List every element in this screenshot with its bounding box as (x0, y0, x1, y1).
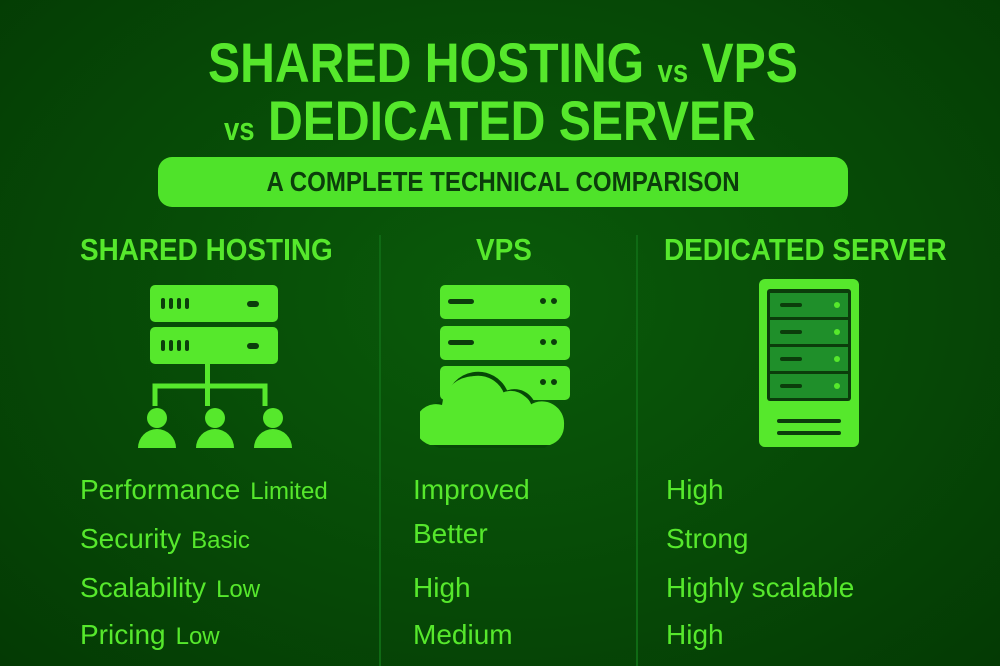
row-label: Security (80, 523, 182, 554)
row-value: Basic (191, 527, 250, 554)
server-tower-icon (759, 279, 859, 447)
title-dedicated: DEDICATED SERVER (267, 89, 756, 152)
dedicated-row-security: Strong (666, 523, 749, 554)
column-divider (379, 235, 381, 666)
shared-row-pricing: Pricing Low (80, 619, 220, 651)
dedicated-row-pricing: High (666, 619, 724, 650)
title-vs: vs (657, 53, 689, 89)
subtitle-text: A COMPLETE TECHNICAL COMPARISON (266, 166, 740, 197)
server-with-users-icon (138, 285, 292, 448)
title-vs: vs (224, 111, 255, 147)
row-label: Performance (80, 474, 241, 505)
dedicated-row-scalability: Highly scalable (666, 572, 855, 603)
row-value: Limited (250, 478, 328, 505)
header-vps: VPS (476, 232, 532, 267)
subtitle-banner: A COMPLETE TECHNICAL COMPARISON (158, 157, 848, 207)
vps-row-pricing: Medium (413, 619, 513, 650)
row-value: Low (216, 576, 261, 603)
title-shared: SHARED HOSTING (208, 31, 645, 94)
vps-row-scalability: High (413, 572, 471, 603)
title-line-1: SHARED HOSTING vs VPS (208, 30, 798, 95)
header-dedicated-server: DEDICATED SERVER (664, 232, 947, 267)
vps-row-security: Better (413, 518, 488, 549)
row-label: Pricing (80, 619, 166, 650)
row-value: Low (175, 623, 220, 650)
shared-row-performance: Performance Limited (80, 474, 328, 506)
shared-row-security: Security Basic (80, 523, 250, 555)
column-divider (636, 235, 638, 666)
row-label: Scalability (80, 572, 207, 603)
dedicated-row-performance: High (666, 474, 724, 505)
vps-row-performance: Improved (413, 474, 530, 505)
server-cloud-icon (420, 285, 570, 448)
shared-row-scalability: Scalability Low (80, 572, 260, 604)
title-vps: VPS (701, 31, 798, 94)
header-shared-hosting: SHARED HOSTING (80, 232, 333, 267)
title-line-2: vs DEDICATED SERVER (224, 88, 756, 153)
